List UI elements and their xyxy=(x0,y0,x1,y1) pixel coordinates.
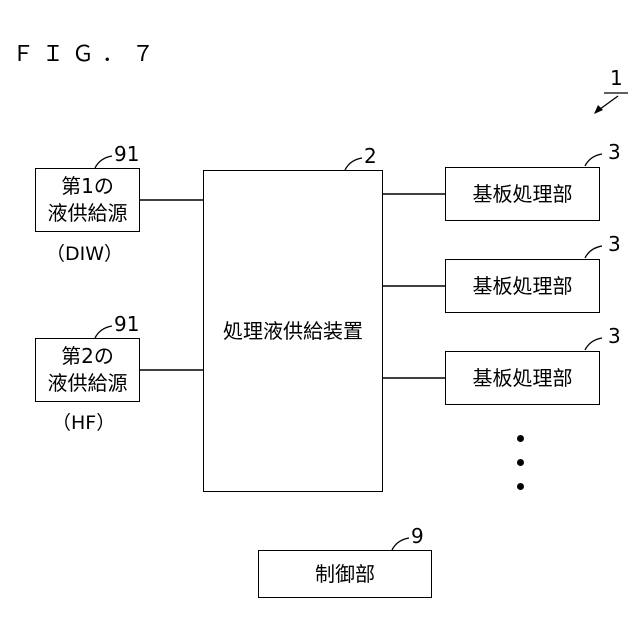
source-2-sublabel: （HF） xyxy=(52,414,115,433)
supply-device-label: 処理液供給装置 xyxy=(223,318,363,345)
source-1-box: 第1の 液供給源 xyxy=(35,168,140,232)
processor-2-ref: 3 xyxy=(608,234,621,254)
system-ref-arrow-shaft xyxy=(596,96,618,112)
continuation-dot xyxy=(517,459,524,466)
processor-1-ref: 3 xyxy=(608,142,621,162)
source-1-ref: 91 xyxy=(114,144,139,164)
leader-processor-1 xyxy=(585,154,602,166)
supply-device-ref: 2 xyxy=(364,146,377,166)
source-1-label: 第1の 液供給源 xyxy=(48,173,128,227)
leader-controller xyxy=(392,538,409,550)
continuation-dot xyxy=(517,435,524,442)
system-ref-label: 1 xyxy=(610,68,623,88)
processor-2-label: 基板処理部 xyxy=(473,273,573,300)
leader-processor-2 xyxy=(585,246,602,258)
figure-title: ＦＩＧ．７ xyxy=(12,36,162,68)
source-2-box: 第2の 液供給源 xyxy=(35,338,140,402)
controller-label: 制御部 xyxy=(315,561,375,588)
processor-3-label: 基板処理部 xyxy=(473,365,573,392)
leader-source-2 xyxy=(95,326,112,338)
processor-1-label: 基板処理部 xyxy=(473,181,573,208)
processor-3-box: 基板処理部 xyxy=(445,351,600,405)
processor-2-box: 基板処理部 xyxy=(445,259,600,313)
continuation-dot xyxy=(517,483,524,490)
source-1-sublabel: （DIW） xyxy=(46,245,123,264)
processor-1-box: 基板処理部 xyxy=(445,167,600,221)
controller-box: 制御部 xyxy=(258,550,432,598)
source-2-label: 第2の 液供給源 xyxy=(48,343,128,397)
source-2-ref: 91 xyxy=(114,314,139,334)
system-ref-arrow-head xyxy=(594,105,603,114)
supply-device-box: 処理液供給装置 xyxy=(203,170,383,492)
leader-source-1 xyxy=(95,156,112,168)
processor-3-ref: 3 xyxy=(608,326,621,346)
leader-supply-device xyxy=(345,158,362,170)
controller-ref: 9 xyxy=(411,526,424,546)
leader-processor-3 xyxy=(585,338,602,350)
